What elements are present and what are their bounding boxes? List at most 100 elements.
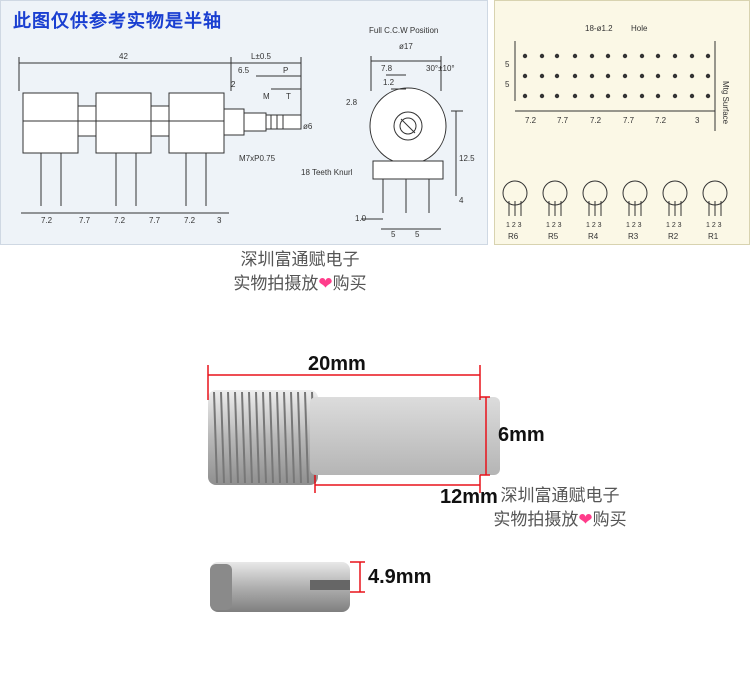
hole-grid bbox=[522, 53, 711, 99]
small-shaft-body bbox=[210, 562, 350, 612]
watermark-line1: 深圳富通赋电子 bbox=[240, 250, 360, 270]
schematic-pins: 1 2 3 bbox=[586, 222, 602, 229]
pitch-2: 7.7 bbox=[79, 216, 91, 225]
schematic-pins: 1 2 3 bbox=[666, 222, 682, 229]
hole-dot bbox=[522, 93, 528, 99]
pcb-pitch-6: 3 bbox=[695, 116, 700, 125]
mtg-surface-label: Mtg Surface bbox=[721, 81, 730, 125]
hole-suffix: Hole bbox=[631, 24, 648, 33]
schematic-label: R2 bbox=[668, 232, 679, 241]
hole-dot bbox=[639, 93, 645, 99]
hole-dot bbox=[554, 53, 560, 59]
watermark-top: 深圳富通赋电子 实物拍摄放❤购买 bbox=[185, 248, 415, 296]
hole-dot bbox=[605, 93, 611, 99]
small-dimension-lines bbox=[350, 561, 365, 593]
schematic-r3: 1 2 3R3 bbox=[622, 180, 648, 241]
dim-4: 4 bbox=[459, 196, 464, 205]
hole-dot bbox=[539, 53, 545, 59]
dim-p: P bbox=[283, 66, 288, 75]
watermark2-line2: 实物拍摄放❤购买 bbox=[493, 510, 627, 530]
pcb-layout-drawing: 18-ø1.2 Hole 5 5 Mtg Surface 7.2 7.7 7.2… bbox=[494, 0, 750, 245]
hole-dot bbox=[639, 53, 645, 59]
hole-spec: 18-ø1.2 bbox=[585, 24, 613, 33]
length-label: 20mm bbox=[308, 353, 366, 375]
schematic-r2: 1 2 3 R2 bbox=[662, 180, 688, 241]
dim-phi6: ø6 bbox=[303, 122, 313, 131]
schematic-pins: 1 2 3 bbox=[706, 222, 722, 229]
schematic-r5: 1 2 3 R5 bbox=[542, 180, 568, 241]
dimension-lines bbox=[207, 365, 490, 493]
knurl-spec: 18 Teeth Knurl bbox=[301, 168, 353, 177]
schematic-label: R3 bbox=[628, 232, 639, 241]
dim-phi17: ø17 bbox=[399, 42, 413, 51]
hole-dot bbox=[639, 73, 645, 79]
dim-angle: 30°±10° bbox=[426, 64, 455, 73]
pcb-pitch-1: 7.2 bbox=[525, 116, 537, 125]
schematic-label: R6 bbox=[508, 232, 519, 241]
dim-5-bottom: 5 bbox=[505, 80, 510, 89]
schematic-label: R4 bbox=[588, 232, 599, 241]
hole-dot bbox=[522, 53, 528, 59]
schematic-label: R5 bbox=[548, 232, 559, 241]
pcb-pitch-4: 7.7 bbox=[623, 116, 635, 125]
dim-t: T bbox=[286, 92, 291, 101]
dim-12-5: 12.5 bbox=[459, 154, 475, 163]
pcb-pitch-3: 7.2 bbox=[590, 116, 602, 125]
hole-dot bbox=[655, 93, 661, 99]
hole-dot bbox=[589, 53, 595, 59]
hole-dot bbox=[622, 93, 628, 99]
small-shaft-slot bbox=[310, 580, 350, 590]
pcb-pitch-2: 7.7 bbox=[557, 116, 569, 125]
hole-dot bbox=[655, 53, 661, 59]
hole-dot bbox=[554, 93, 560, 99]
dimension-drawing-left: 42 L±0.5 6.5 P 2 M T ø6 M7xP0.75 18 Teet… bbox=[0, 0, 488, 245]
pcb-pitch-5: 7.2 bbox=[655, 116, 667, 125]
hole-dot bbox=[605, 73, 611, 79]
reference-notice: 此图仅供参考实物是半轴 bbox=[13, 11, 222, 32]
schematic-label: R1 bbox=[708, 232, 719, 241]
dim-1-2: 1.2 bbox=[383, 78, 395, 87]
flat-length-label: 12mm bbox=[440, 486, 498, 508]
schematic-pins: 1 2 3 bbox=[506, 222, 522, 229]
small-shaft-thread bbox=[210, 564, 232, 610]
heart-icon: ❤ bbox=[578, 510, 593, 530]
hole-dot bbox=[572, 93, 578, 99]
diameter-label: 4.9mm bbox=[368, 566, 432, 588]
hole-dot bbox=[622, 73, 628, 79]
dim-2: 2 bbox=[231, 80, 236, 89]
pitch-3: 7.2 bbox=[114, 216, 126, 225]
pitch-1: 7.2 bbox=[41, 216, 53, 225]
hole-dot bbox=[705, 73, 711, 79]
hole-dot bbox=[539, 93, 545, 99]
hole-dot bbox=[572, 53, 578, 59]
hole-dot bbox=[605, 53, 611, 59]
dim-2-8: 2.8 bbox=[346, 98, 358, 107]
shaft-photo-small bbox=[210, 561, 365, 612]
hole-dot bbox=[672, 53, 678, 59]
potentiometer-outline-drawing: 42 L±0.5 6.5 P 2 M T ø6 M7xP0.75 18 Teet… bbox=[18, 26, 475, 239]
schematic-pins: 1 2 3 bbox=[546, 222, 562, 229]
schematic-r1: 1 2 3 R1 bbox=[702, 180, 728, 241]
hole-dot bbox=[622, 53, 628, 59]
schematic-r4: 1 2 3 R4 bbox=[582, 180, 608, 241]
dim-1-0: 1.0 bbox=[355, 214, 367, 223]
dim-l-tolerance: L±0.5 bbox=[251, 52, 272, 61]
watermark-line2: 实物拍摄放❤购买 bbox=[233, 274, 367, 294]
pitch-5: 7.2 bbox=[184, 216, 196, 225]
dim-m: M bbox=[263, 92, 270, 101]
hole-dot bbox=[655, 73, 661, 79]
pcb-hole-layout: 18-ø1.2 Hole 5 5 Mtg Surface 7.2 7.7 7.2… bbox=[502, 24, 730, 241]
shaft-photo-main: 20mm 12mm bbox=[207, 353, 500, 508]
dim-7-8: 7.8 bbox=[381, 64, 393, 73]
dim-5-top: 5 bbox=[505, 60, 510, 69]
pitch-4: 7.7 bbox=[149, 216, 161, 225]
dim-42: 42 bbox=[119, 52, 128, 61]
width-label: 6mm bbox=[498, 424, 545, 446]
dim-5b: 5 bbox=[415, 230, 420, 239]
ccw-position: Full C.C.W Position bbox=[369, 26, 438, 35]
pitch-6: 3 bbox=[217, 216, 222, 225]
watermark-bottom: 深圳富通赋电子 实物拍摄放❤购买 bbox=[440, 484, 680, 532]
hole-dot bbox=[539, 73, 545, 79]
hole-dot bbox=[572, 73, 578, 79]
